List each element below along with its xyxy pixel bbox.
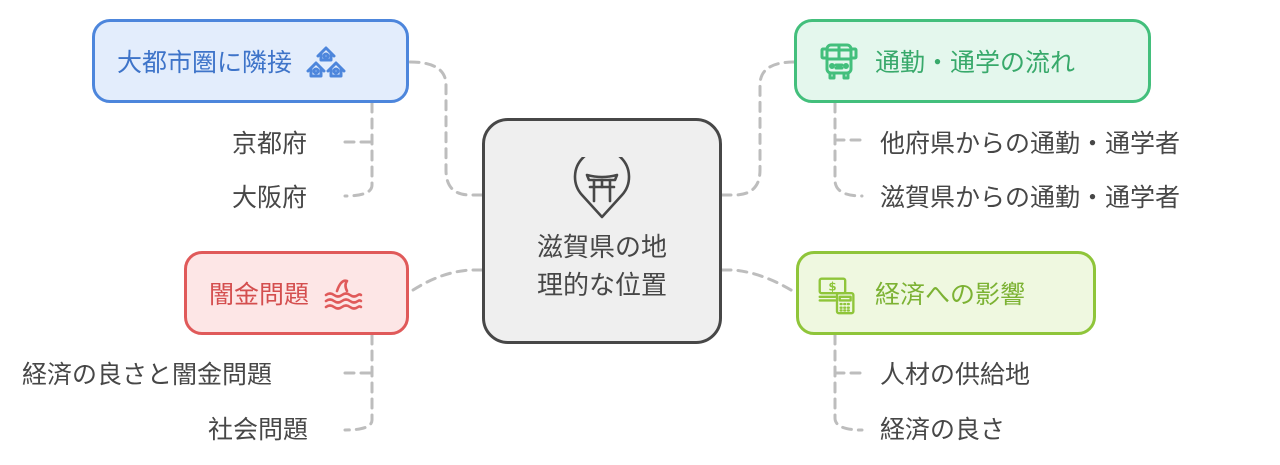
branch-node-metro[interactable]: 大都市圏に隣接 [92,19,409,103]
central-topic-label: 滋賀県の地 理的な位置 [537,229,667,305]
leaf-kyoto[interactable]: 京都府 [232,129,308,158]
leaf-labor-supply[interactable]: 人材の供給地 [880,360,1031,389]
branch-label-metro: 大都市圏に隣接 [117,48,293,77]
svg-text:$: $ [828,279,836,293]
leaf-good-economy[interactable]: 経済の良さ [880,415,1006,444]
branch-label-commute: 通勤・通学の流れ [875,48,1076,77]
branch-node-commute[interactable]: 通勤・通学の流れ [794,19,1151,103]
central-topic-line1: 滋賀県の地 [536,233,667,263]
leaf-osaka[interactable]: 大阪府 [232,183,308,212]
branch-label-economy: 経済への影響 [875,280,1026,309]
branch-node-economy[interactable]: $ 経済への影響 [796,251,1096,335]
houses-icon [306,41,346,81]
shark-fin-waves-icon [323,273,363,313]
leaf-social-problems[interactable]: 社会問題 [208,415,309,444]
leaf-inbound-commuters[interactable]: 他府県からの通勤・通学者 [880,129,1181,158]
leaf-economy-and-loan-sharks[interactable]: 経済の良さと闇金問題 [22,360,273,389]
bus-icon [819,41,859,81]
leaf-outbound-commuters[interactable]: 滋賀県からの通勤・通学者 [880,183,1181,212]
torii-location-pin-icon [572,157,632,221]
central-topic-line2: 理的な位置 [536,271,667,301]
money-calculator-icon: $ [817,273,857,315]
central-topic-node[interactable]: 滋賀県の地 理的な位置 [482,118,722,344]
branch-node-loan-shark[interactable]: 闇金問題 [184,251,409,335]
branch-label-loan-shark: 闇金問題 [209,280,310,309]
